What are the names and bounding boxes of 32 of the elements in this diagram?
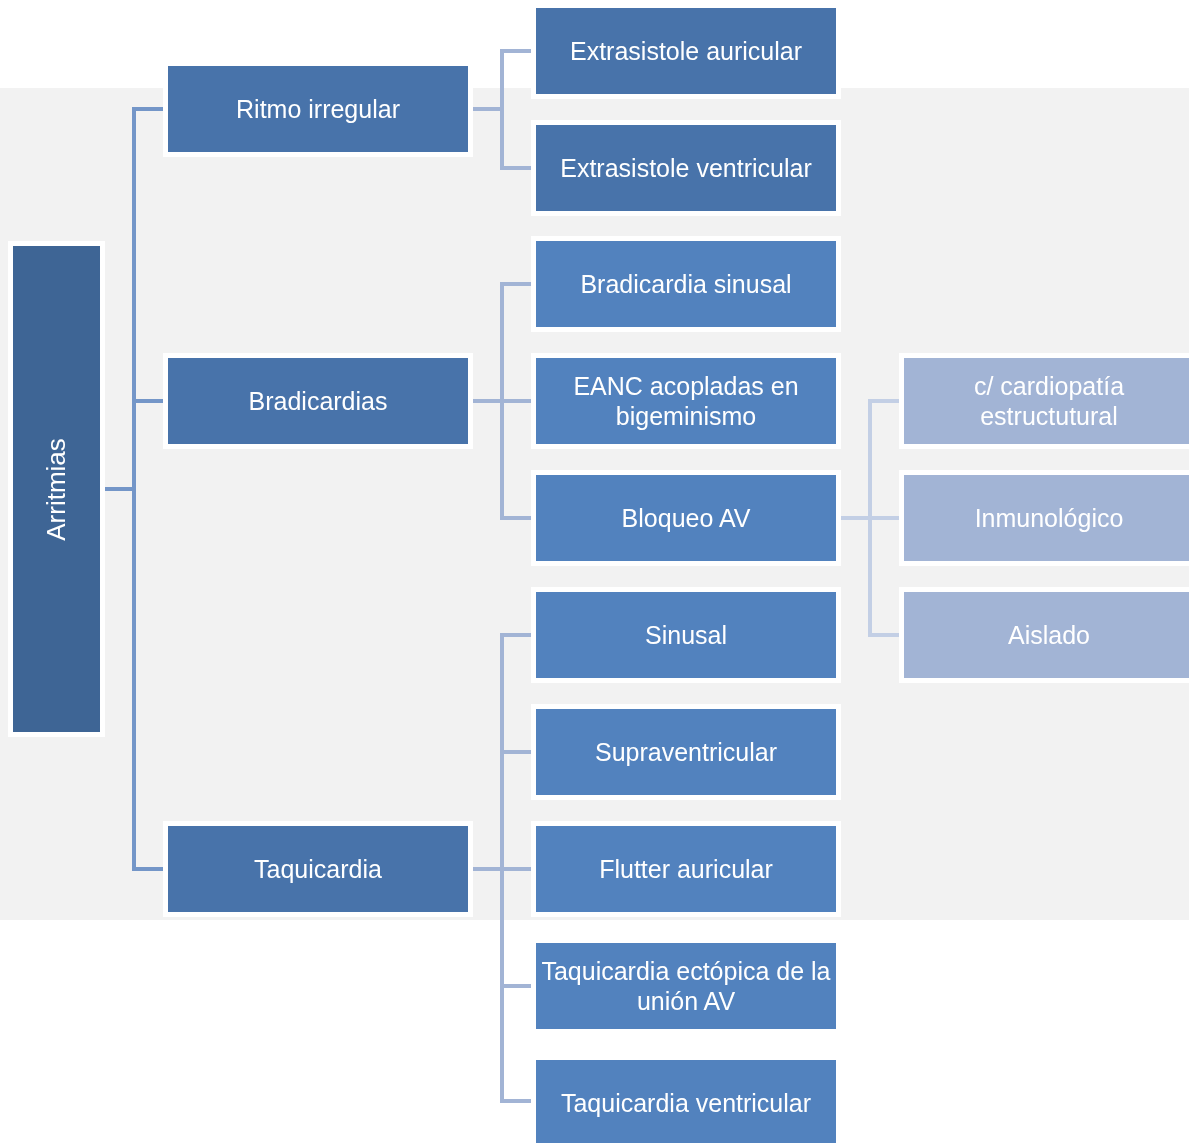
box-label: EANC acopladas en bigeminismo bbox=[572, 371, 800, 431]
category-box bbox=[899, 470, 1189, 566]
box-label: Taquicardia ventricular bbox=[560, 1088, 812, 1118]
connector-line bbox=[473, 107, 531, 170]
box-label: Bloqueo AV bbox=[621, 503, 751, 533]
box-label: Supraventricular bbox=[595, 737, 777, 767]
box-label: Arritmias bbox=[40, 437, 72, 541]
box-label: Bradicardia sinusal bbox=[580, 269, 792, 299]
box-label: Inmunológico bbox=[974, 503, 1124, 533]
category-box bbox=[163, 821, 473, 917]
box-label: Aislado bbox=[1008, 620, 1090, 650]
category-box bbox=[899, 353, 1189, 449]
category-box bbox=[531, 821, 841, 917]
box-label: c/ cardiopatía estructutural bbox=[972, 371, 1126, 431]
box-label: Bradicardias bbox=[248, 386, 388, 416]
category-box bbox=[531, 353, 841, 449]
box-label: Ritmo irregular bbox=[236, 94, 400, 124]
box-label: Sinusal bbox=[645, 620, 727, 650]
category-box bbox=[163, 353, 473, 449]
box-label: Taquicardia ectópica de la unión AV bbox=[540, 956, 832, 1016]
category-box bbox=[531, 470, 841, 566]
connector-line bbox=[105, 487, 163, 871]
box-label: Flutter auricular bbox=[599, 854, 773, 884]
category-box bbox=[899, 587, 1189, 683]
box-label: Extrasistole auricular bbox=[570, 36, 802, 66]
category-box bbox=[8, 241, 105, 737]
category-box bbox=[531, 236, 841, 332]
category-box bbox=[531, 120, 841, 216]
box-label: Taquicardia bbox=[254, 854, 382, 884]
box-label: Extrasistole ventricular bbox=[560, 153, 812, 183]
category-box bbox=[531, 587, 841, 683]
category-box bbox=[531, 704, 841, 800]
